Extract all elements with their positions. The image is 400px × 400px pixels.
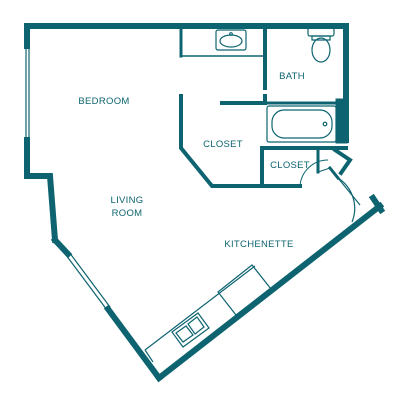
bathtub-icon [266, 105, 337, 143]
label-kitchenette: KITCHENETTE [224, 239, 293, 250]
kitchen-counter [144, 265, 256, 363]
closet-small-wall [260, 146, 302, 188]
right-wall-notch [335, 98, 348, 144]
label-bath: BATH [279, 71, 305, 82]
label-bedroom: BEDROOM [78, 96, 129, 107]
diagonal-wall-lower [103, 304, 164, 383]
label-living-line1: LIVING [111, 195, 144, 206]
kitchen-diagonal-wall [154, 201, 385, 383]
room-labels: BEDROOM LIVING ROOM BATH CLOSET CLOSET K… [78, 71, 310, 250]
label-closet-main: CLOSET [203, 139, 243, 150]
left-wall-lower [24, 137, 59, 244]
exterior-walls [24, 23, 386, 383]
door-frame-lower [327, 165, 341, 181]
bath-wall-horizontal [220, 94, 267, 105]
interior-walls [179, 24, 353, 188]
toilet-icon [307, 27, 335, 63]
door-swing-icon [337, 177, 361, 223]
stove-icon [217, 264, 272, 316]
diagonal-window [65, 251, 111, 311]
closet-door-swing-icon [299, 159, 331, 187]
label-living-line2: ROOM [112, 208, 143, 219]
sink-icon [215, 29, 247, 51]
left-window [25, 45, 30, 141]
door-frame [332, 147, 353, 176]
diagonal-wall-upper [50, 235, 73, 259]
label-closet-small: CLOSET [270, 160, 310, 171]
kitchen-sink-icon [171, 312, 210, 348]
kitchen-end-cap [368, 193, 386, 215]
